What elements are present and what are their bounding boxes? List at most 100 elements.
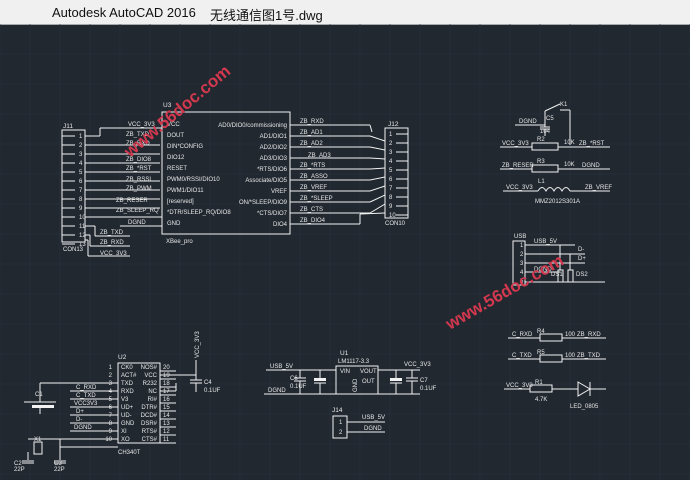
u2-left-pin: XI — [121, 429, 127, 435]
c5-value: 104 — [540, 129, 551, 135]
u2-left-pin: RXD — [121, 389, 134, 395]
svg-text:C7: C7 — [420, 378, 428, 384]
u2-right-num: 11 — [163, 437, 170, 443]
svg-text:C_RXD: C_RXD — [76, 385, 97, 391]
svg-text:ZB_TXD: ZB_TXD — [577, 353, 601, 359]
svg-text:ZB_AD3: ZB_AD3 — [308, 153, 331, 159]
connector-j14[interactable]: J14 1 2 USB_5V DGND — [332, 407, 385, 439]
svg-text:OUT: OUT — [362, 379, 375, 385]
u3-left-pin: PWM1/DIO11 — [167, 188, 204, 194]
svg-text:ZB_ASSO: ZB_ASSO — [300, 174, 328, 180]
svg-text:DGND: DGND — [128, 220, 146, 226]
u2-right-pin: NC — [148, 389, 157, 395]
r3-resistor — [531, 164, 559, 173]
reset-circuit[interactable]: K1 DGND C5 104 VCC_3V3 R2 10K ZB_*RST ZB… — [500, 102, 612, 205]
svg-text:ZB_*RST: ZB_*RST — [126, 166, 152, 172]
svg-text:VOUT: VOUT — [360, 369, 377, 375]
u3-body — [161, 111, 291, 235]
u2-left-num: 7 — [109, 413, 113, 419]
u2-right-pin: VCC — [144, 373, 157, 379]
u2-left-num: 4 — [109, 389, 113, 395]
j11-net-labels: VCC_3V3 ZB_TXD ZB_RXD ZB_DIO8 ZB_*RST ZB… — [100, 122, 159, 257]
svg-text:X1: X1 — [34, 437, 42, 443]
xbee-module-u3[interactable]: U3 VCCDOUTDIN*CONFIGDIO12RESETPWM0/RSSI/… — [161, 102, 291, 245]
u3-left-pin: GND — [167, 221, 181, 227]
j12-pin-4: 4 — [389, 159, 393, 165]
u3-left-pin: [reserved] — [167, 199, 194, 205]
svg-text:10K: 10K — [564, 162, 575, 168]
u2-left-num: 3 — [109, 381, 113, 387]
x1-crystal — [33, 441, 43, 455]
grid — [0, 24, 690, 480]
u2-right-num: 16 — [163, 397, 170, 403]
svg-text:ZB_RXD: ZB_RXD — [577, 332, 601, 338]
u3-right-pin: *RTS/DIO6 — [257, 167, 288, 173]
u3-left-pin: *DTR/SLEEP_RQ/DIO8 — [167, 210, 231, 216]
svg-text:3: 3 — [520, 261, 524, 267]
j11-pin-7: 7 — [79, 188, 83, 194]
svg-text:ZB_AD2: ZB_AD2 — [300, 141, 323, 147]
svg-text:D-: D- — [76, 417, 82, 423]
svg-text:J14: J14 — [332, 407, 343, 414]
svg-text:DGND: DGND — [268, 388, 286, 394]
u2-right-num: 13 — [163, 421, 170, 427]
svg-text:5: 5 — [520, 279, 524, 285]
u2-right-num: 18 — [163, 381, 170, 387]
usb-connector[interactable]: USB 1 2 3 4 5 USB_5V DGND D- D+ DS1 DS2 — [512, 234, 605, 286]
svg-text:R5: R5 — [537, 350, 545, 356]
j11-pin-11: 11 — [79, 224, 86, 230]
svg-text:VCC_3V3: VCC_3V3 — [195, 331, 201, 358]
u2-left-pin: GND — [121, 421, 135, 427]
svg-text:ZB_*SLEEP: ZB_*SLEEP — [300, 196, 333, 202]
svg-text:D+: D+ — [578, 256, 586, 262]
svg-text:ZB_TXD: ZB_TXD — [126, 132, 150, 138]
dgnd-label: DGND — [519, 119, 537, 125]
c1-plate — [32, 405, 54, 408]
u3-right-wiring — [290, 124, 386, 225]
svg-text:ZB_PWM: ZB_PWM — [126, 186, 152, 192]
u3-right-pin: VREF — [271, 189, 287, 195]
uart-resistors[interactable]: C_RXD R4 100 ZB_RXD C_TXD R5 100 ZB_TXD … — [504, 329, 606, 410]
u3-right-pin: AD0/DIO0/commissioning — [218, 123, 287, 129]
svg-text:ZB_DIO4: ZB_DIO4 — [300, 218, 326, 224]
svg-text:ZB_RXD: ZB_RXD — [126, 141, 150, 147]
svg-text:R4: R4 — [537, 329, 545, 335]
svg-text:C_TXD: C_TXD — [512, 353, 532, 359]
svg-text:R1: R1 — [535, 380, 543, 386]
j12-pin-1: 1 — [389, 132, 393, 138]
svg-text:USB_5V: USB_5V — [270, 364, 293, 370]
j12-pin-6: 6 — [389, 177, 393, 183]
u3-right-pin: ON/*SLEEP/DIO9 — [239, 200, 288, 206]
led-diode — [577, 381, 591, 397]
u3-right-pin: AD2/DIO2 — [260, 145, 288, 151]
j11-pin-4: 4 — [79, 161, 83, 167]
u2-right-pin: RI# — [148, 397, 158, 403]
u2-left-pin: UD+ — [121, 405, 134, 411]
title-bar: Autodesk AutoCAD 2016 无线通信图1号.dwg — [0, 0, 690, 25]
u3-ref: U3 — [163, 102, 172, 109]
svg-text:22P: 22P — [14, 467, 25, 473]
svg-text:LED_0805: LED_0805 — [570, 404, 599, 410]
regulator-u1[interactable]: U1 LM1117-3.3 VIN VOUT OUT GND USB_5V VC… — [264, 350, 437, 395]
u3-right-pins: AD0/DIO0/commissioningAD1/DIO1AD2/DIO2AD… — [218, 123, 287, 228]
svg-text:ZB_*RTS: ZB_*RTS — [300, 163, 325, 169]
u2-left-pin: UD- — [121, 413, 132, 419]
svg-text:ZB_RXD: ZB_RXD — [300, 119, 324, 125]
u2-right-num: 19 — [163, 373, 170, 379]
u2-right-num: 12 — [163, 429, 170, 435]
j11-pin-2: 2 — [79, 143, 83, 149]
svg-text:MMZ2012S301A: MMZ2012S301A — [535, 199, 580, 205]
j12-pin-10: 10 — [389, 213, 396, 219]
u2-right-num: 17 — [163, 389, 170, 395]
svg-text:DGND: DGND — [364, 426, 382, 432]
svg-text:L1: L1 — [538, 179, 545, 185]
u3-left-pin: RESET — [167, 166, 187, 172]
j11-pin-13: 13 — [79, 242, 86, 248]
svg-text:VCC_3V3: VCC_3V3 — [404, 362, 431, 368]
u2-wiring: C1 X1 C2 22P C3 22P C4 0.1UF VCC_3V3 — [14, 331, 221, 473]
